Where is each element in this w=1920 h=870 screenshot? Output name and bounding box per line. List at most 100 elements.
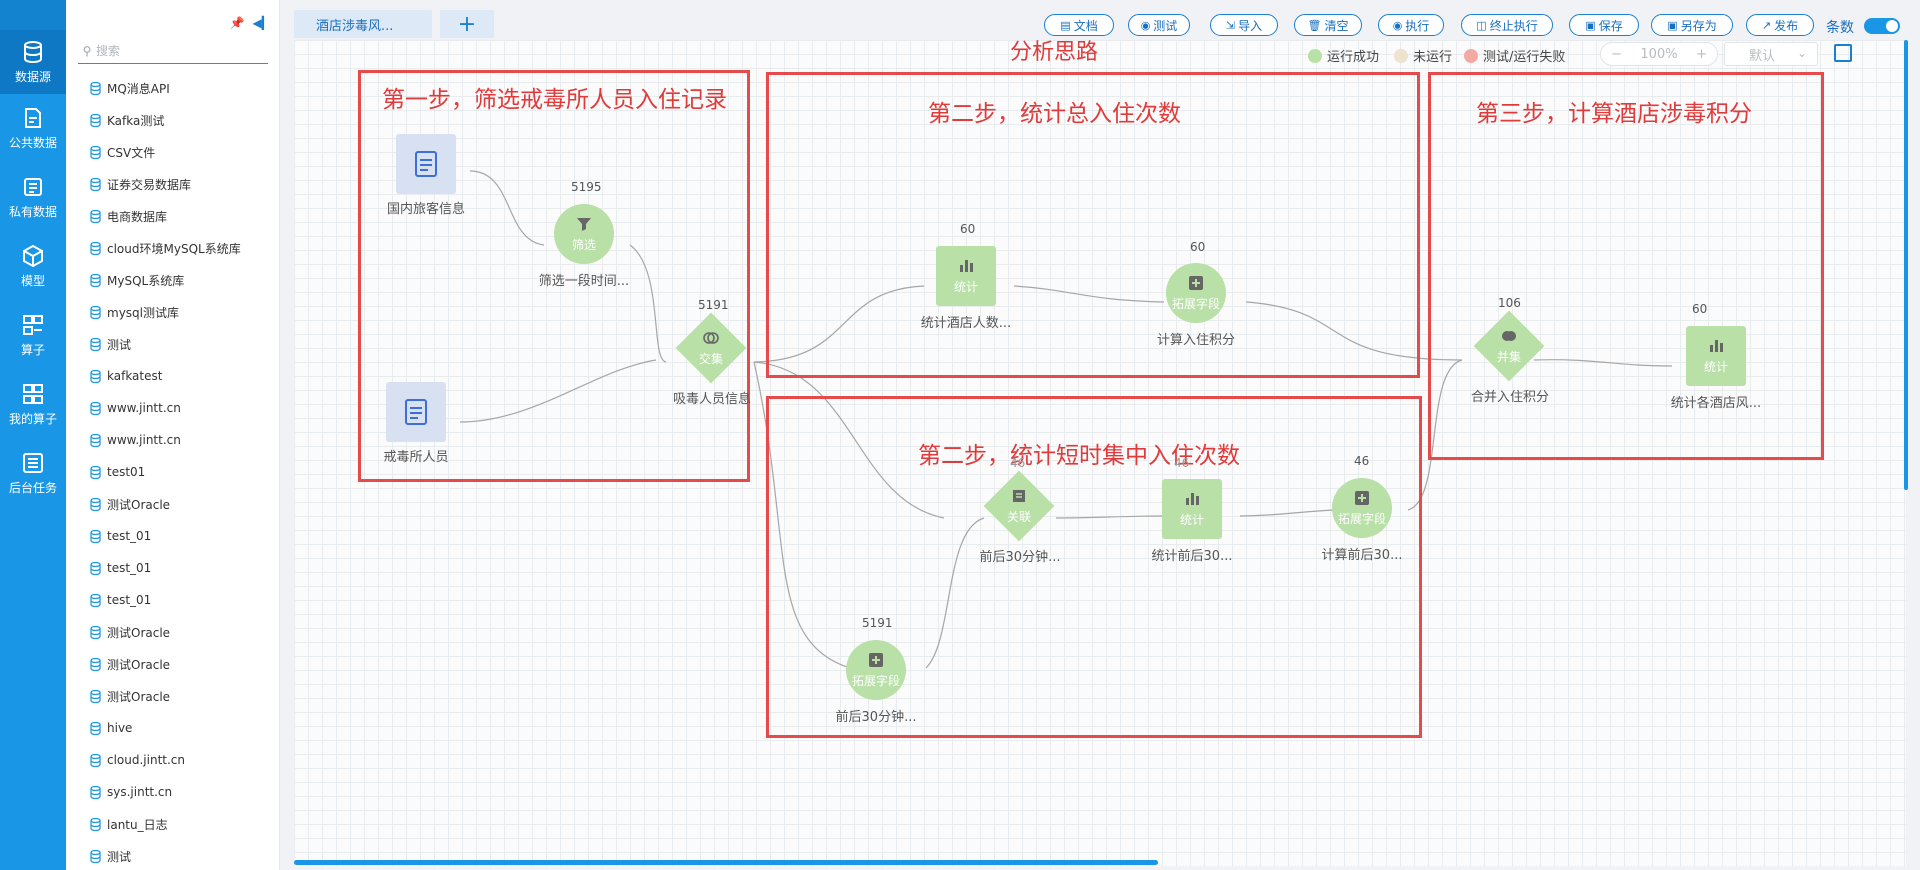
node-label: 统计前后30... — [1151, 549, 1233, 564]
edge — [469, 170, 545, 246]
node-stats-window[interactable]: 统计 — [1162, 479, 1222, 539]
data-source-item[interactable]: 测试Oracle — [66, 680, 279, 712]
horizontal-scrollbar[interactable] — [294, 860, 1158, 865]
data-source-label: test_01 — [107, 593, 152, 607]
tab-workflow[interactable]: 酒店涉毒风... — [294, 10, 432, 38]
data-source-item[interactable]: kafkatest — [66, 360, 279, 392]
node-extend-score[interactable]: 拓展字段 — [1166, 263, 1226, 323]
data-source-item[interactable]: test01 — [66, 456, 279, 488]
data-source-item[interactable]: 证券交易数据库 — [66, 168, 279, 200]
save-button[interactable]: ▣保存 — [1569, 14, 1639, 36]
data-source-item[interactable]: cloud.jintt.cn — [66, 744, 279, 776]
data-source-item[interactable]: 测试Oracle — [66, 616, 279, 648]
edge — [1239, 509, 1335, 517]
database-icon — [90, 753, 101, 767]
rail-item-operator[interactable]: 算子 — [0, 301, 66, 370]
save-as-button[interactable]: ▣另存为 — [1651, 14, 1733, 36]
rail-item-private-data[interactable]: 私有数据 — [0, 163, 66, 232]
play-circle-icon: ◉ — [1140, 18, 1151, 32]
test-button[interactable]: ◉测试 — [1128, 14, 1190, 36]
data-source-item[interactable]: 测试 — [66, 840, 279, 870]
view-select[interactable]: 默认⌄ — [1724, 42, 1818, 66]
publish-button[interactable]: ↗发布 — [1746, 14, 1814, 36]
rail-item-data-source[interactable]: 数据源 — [0, 30, 66, 94]
add-tab-button[interactable]: + — [440, 10, 494, 38]
database-icon — [90, 817, 101, 831]
node-inner-label: 统计 — [1179, 513, 1204, 527]
status-dot — [1308, 48, 1322, 63]
clear-button[interactable]: 🗑清空 — [1294, 14, 1362, 36]
collapse-panel-icon[interactable]: ◀▎ — [252, 16, 271, 30]
data-source-item[interactable]: mysql测试库 — [66, 296, 279, 328]
data-source-item[interactable]: www.jintt.cn — [66, 424, 279, 456]
database-icon — [90, 177, 101, 191]
data-source-item[interactable]: test_01 — [66, 520, 279, 552]
data-source-item[interactable]: test_01 — [66, 584, 279, 616]
vertical-scrollbar[interactable] — [1904, 40, 1908, 490]
data-source-item[interactable]: 测试Oracle — [66, 648, 279, 680]
data-source-label: test01 — [107, 465, 146, 479]
data-source-item[interactable]: test_01 — [66, 552, 279, 584]
data-source-label: 测试 — [107, 337, 132, 352]
publish-icon: ↗ — [1761, 18, 1772, 32]
row-count-toggle[interactable] — [1864, 18, 1900, 34]
data-source-item[interactable]: 测试 — [66, 328, 279, 360]
data-source-item[interactable]: sys.jintt.cn — [66, 776, 279, 808]
data-source-item[interactable]: MySQL系统库 — [66, 264, 279, 296]
data-source-item[interactable]: lantu_日志 — [66, 808, 279, 840]
rail-item-model[interactable]: 模型 — [0, 232, 66, 301]
zoom-in-button[interactable]: + — [1696, 46, 1707, 62]
data-source-item[interactable]: cloud环境MySQL系统库 — [66, 232, 279, 264]
node-extend-30min[interactable]: 拓展字段 — [846, 640, 906, 700]
stop-button[interactable]: ◫终止执行 — [1461, 14, 1553, 36]
panel-tools: 📌 ◀▎ — [230, 16, 271, 30]
rail-item-background-task[interactable]: 后台任务 — [0, 439, 66, 508]
rail-label: 我的算子 — [8, 412, 57, 426]
node-extend-window[interactable]: 拓展字段 — [1332, 478, 1392, 538]
node-stats-risk[interactable]: 统计 — [1686, 326, 1746, 386]
database-icon — [90, 113, 101, 127]
data-source-item[interactable]: 测试Oracle — [66, 488, 279, 520]
annotation-step3: 第三步，计算酒店涉毒积分 — [1476, 101, 1752, 127]
rail-item-my-operator[interactable]: 我的算子 — [0, 370, 66, 439]
fullscreen-icon[interactable] — [1834, 44, 1852, 62]
docs-label: 文档 — [1073, 18, 1098, 33]
node-stats-hotel[interactable]: 统计 — [936, 246, 996, 306]
node-rehab-people[interactable] — [386, 382, 446, 442]
save-as-label: 另存为 — [1680, 18, 1717, 33]
stop-icon: ◫ — [1476, 18, 1487, 32]
search-input[interactable] — [96, 43, 256, 58]
rail-label: 模型 — [20, 274, 45, 288]
node-count: 5195 — [571, 180, 602, 194]
node-inner-label: 统计 — [1703, 360, 1728, 374]
import-button[interactable]: ⇲导入 — [1210, 14, 1278, 36]
node-label: 戒毒所人员 — [383, 450, 449, 465]
run-button[interactable]: ◉执行 — [1378, 14, 1444, 36]
node-inner-label: 统计 — [953, 280, 978, 294]
zoom-out-button[interactable]: − — [1611, 46, 1622, 62]
data-source-item[interactable]: MQ消息API — [66, 72, 279, 104]
rail-header — [0, 0, 66, 30]
database-icon — [24, 40, 42, 63]
node-inner-label: 筛选 — [571, 238, 596, 252]
node-domestic-travelers[interactable] — [396, 134, 456, 194]
panel-search: ⚲ — [78, 38, 268, 64]
data-source-item[interactable]: CSV文件 — [66, 136, 279, 168]
data-source-label: 测试Oracle — [107, 689, 171, 704]
node-inner-label: 拓展字段 — [1337, 512, 1386, 526]
data-source-label: kafkatest — [107, 369, 163, 383]
database-icon — [90, 145, 101, 159]
workflow-canvas[interactable]: 运行成功 未运行 测试/运行失败 − 100% + 默认⌄ 分析思路 第一步，筛… — [294, 40, 1906, 866]
data-source-item[interactable]: Kafka测试 — [66, 104, 279, 136]
docs-button[interactable]: ▤文档 — [1044, 14, 1114, 36]
node-filter[interactable]: 筛选 — [554, 204, 614, 264]
rail-label: 数据源 — [14, 69, 51, 84]
node-count: 60 — [1692, 302, 1708, 316]
rail-item-public-data[interactable]: 公共数据 — [0, 94, 66, 163]
data-source-item[interactable]: hive — [66, 712, 279, 744]
node-count: 46 — [1010, 456, 1026, 470]
data-source-item[interactable]: 电商数据库 — [66, 200, 279, 232]
edge — [459, 359, 657, 423]
pin-icon[interactable]: 📌 — [229, 16, 245, 30]
data-source-item[interactable]: www.jintt.cn — [66, 392, 279, 424]
